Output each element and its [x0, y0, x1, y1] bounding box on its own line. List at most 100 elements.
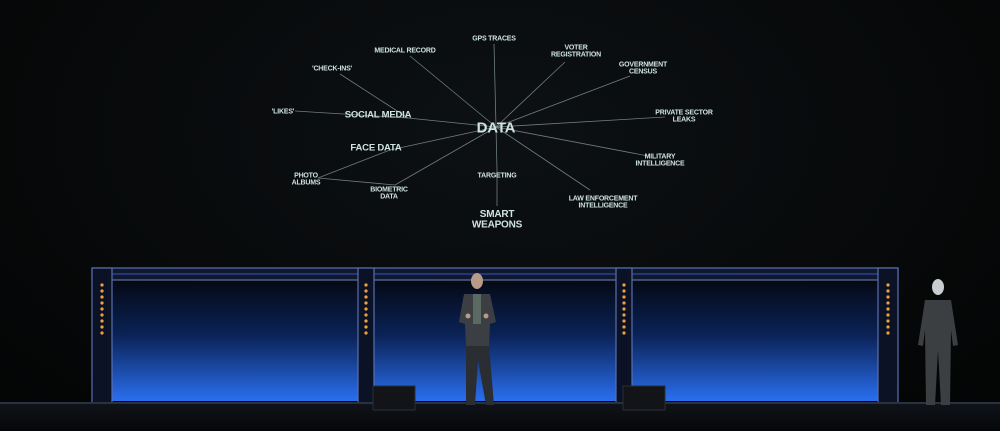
- stage-light-bulb: [100, 319, 104, 323]
- edge-center-face: [389, 126, 497, 151]
- node-checkins: 'CHECK-INS': [312, 65, 353, 72]
- node-law-line: LAW ENFORCEMENT: [569, 195, 638, 202]
- edge-center-biometric: [394, 126, 497, 186]
- node-medical-line: MEDICAL RECORD: [374, 47, 435, 54]
- stage-light-bulb: [886, 307, 890, 311]
- node-gps: GPS TRACES: [472, 35, 516, 42]
- screen-left: [112, 283, 360, 401]
- node-checkins-line: 'CHECK-INS': [312, 65, 353, 72]
- stage-light-bulb: [364, 283, 368, 287]
- edge-center-targeting: [495, 126, 498, 171]
- edge-center-gps: [493, 43, 497, 128]
- node-likes: 'LIKES': [272, 108, 295, 115]
- node-medical: MEDICAL RECORD: [374, 47, 435, 54]
- stage-light-bulb: [100, 289, 104, 293]
- screen-right: [632, 283, 878, 401]
- stage-edge: [0, 402, 1000, 404]
- stage-light-bulb: [886, 301, 890, 305]
- presenter: [459, 273, 496, 405]
- edge-center-social: [407, 117, 497, 128]
- stage-floor: [0, 403, 1000, 431]
- edge-center-medical: [409, 55, 497, 128]
- stage-light-bulb: [364, 301, 368, 305]
- stage-light-bulb: [886, 295, 890, 299]
- stage-light-bulb: [886, 325, 890, 329]
- node-gps-line: GPS TRACES: [472, 35, 516, 42]
- stage-light-bulb: [364, 331, 368, 335]
- node-center: DATA: [477, 119, 516, 136]
- stage-light-bulb: [100, 301, 104, 305]
- node-center-line: DATA: [477, 119, 516, 136]
- edge-center-voter: [495, 61, 566, 128]
- node-biometric-line: DATA: [380, 194, 398, 201]
- stage-monitor-speaker: [622, 385, 666, 411]
- stage-light-bulb: [886, 283, 890, 287]
- stage-light-bulb: [622, 331, 626, 335]
- node-census-line: CENSUS: [629, 69, 658, 76]
- node-smart-line: WEAPONS: [472, 220, 523, 231]
- stage-lights: [100, 283, 890, 335]
- node-social-line: SOCIAL MEDIA: [345, 109, 412, 120]
- stage-light-bulb: [622, 319, 626, 323]
- stage-light-bulb: [100, 325, 104, 329]
- stage-light-bulb: [364, 307, 368, 311]
- stage-light-bulb: [364, 319, 368, 323]
- led-screens: [112, 283, 878, 401]
- stage-light-bulb: [364, 295, 368, 299]
- diagram-edges: [294, 43, 666, 206]
- node-law-line: INTELLIGENCE: [579, 203, 628, 210]
- mannequin: [918, 279, 958, 405]
- stage-light-bulb: [364, 289, 368, 293]
- stage-light-bulb: [100, 313, 104, 317]
- edge-face-photo: [317, 149, 391, 179]
- node-face-line: FACE DATA: [350, 142, 401, 153]
- stage-light-bulb: [622, 289, 626, 293]
- stage-light-bulb: [100, 283, 104, 287]
- stage-light-bulb: [100, 307, 104, 311]
- node-social: SOCIAL MEDIA: [345, 109, 412, 120]
- node-military-line: INTELLIGENCE: [636, 161, 685, 168]
- stage-light-bulb: [622, 283, 626, 287]
- stage-light-bulb: [622, 325, 626, 329]
- node-census-line: GOVERNMENT: [619, 61, 668, 68]
- stage-light-bulb: [100, 295, 104, 299]
- stage-light-bulb: [886, 289, 890, 293]
- stage-monitor-speaker: [372, 385, 416, 411]
- stage-light-bulb: [622, 295, 626, 299]
- screen-center: [374, 283, 618, 401]
- stage-light-bulb: [622, 313, 626, 317]
- node-private-line: PRIVATE SECTOR: [655, 109, 713, 116]
- stage-light-bulb: [364, 313, 368, 317]
- node-face: FACE DATA: [350, 142, 401, 153]
- node-targeting: TARGETING: [478, 172, 518, 179]
- stage-light-bulb: [100, 331, 104, 335]
- edge-center-private: [495, 116, 666, 128]
- edge-center-military: [495, 126, 649, 157]
- node-photo-line: PHOTO: [294, 172, 319, 179]
- node-biometric-line: BIOMETRIC: [370, 186, 408, 193]
- node-voter-line: VOTER: [564, 44, 587, 51]
- node-voter-line: REGISTRATION: [551, 52, 601, 59]
- edge-social-likes: [294, 110, 409, 119]
- node-military-line: MILITARY: [645, 153, 676, 160]
- stage-light-bulb: [886, 319, 890, 323]
- edge-center-law: [495, 126, 591, 191]
- node-private-line: LEAKS: [673, 117, 696, 124]
- edge-center-census: [495, 75, 631, 128]
- stage-light-bulb: [886, 331, 890, 335]
- node-photo-line: ALBUMS: [292, 180, 321, 187]
- node-targeting-line: TARGETING: [478, 172, 518, 179]
- stage-light-bulb: [622, 301, 626, 305]
- edge-social-checkins: [339, 73, 409, 119]
